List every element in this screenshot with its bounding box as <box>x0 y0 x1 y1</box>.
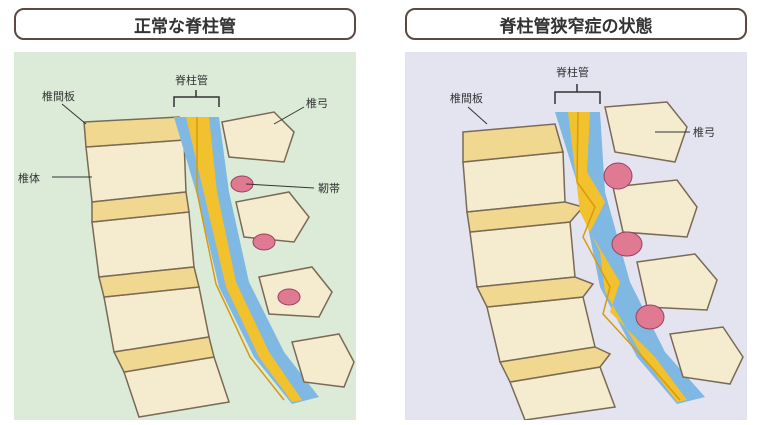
arch-2 <box>613 180 697 237</box>
normal-spine-illustration: 脊柱管 椎間板 椎体 椎弓 靭帯 <box>14 52 356 420</box>
arch-2 <box>236 192 309 242</box>
disc-leader <box>468 107 487 124</box>
ligament-3 <box>278 289 300 305</box>
title-normal: 正常な脊柱管 <box>14 8 356 40</box>
vertebral-body-2 <box>470 222 575 287</box>
stenosis-spine-panel: 脊柱管 椎間板 椎弓 <box>405 52 747 420</box>
normal-spine-panel: 脊柱管 椎間板 椎体 椎弓 靭帯 <box>14 52 356 420</box>
label-spinal-canal: 脊柱管 <box>175 73 208 87</box>
label-ligament: 靭帯 <box>318 181 340 195</box>
ligament-2 <box>253 234 275 250</box>
ligament-1 <box>604 163 632 189</box>
ligament-2 <box>612 232 642 256</box>
arch-3 <box>637 254 717 310</box>
vertebral-body-2 <box>92 212 194 277</box>
canal-bracket <box>174 90 219 107</box>
label-disc: 椎間板 <box>450 91 483 105</box>
disc-leader <box>62 104 86 124</box>
ligament-3 <box>636 305 664 329</box>
label-vertebral-body: 椎体 <box>18 171 40 185</box>
arch-1 <box>222 112 294 162</box>
ligament-leader <box>246 184 314 188</box>
label-spinal-canal: 脊柱管 <box>556 65 589 79</box>
label-arch: 椎弓 <box>693 125 715 139</box>
label-disc: 椎間板 <box>42 89 75 103</box>
stenosis-spine-illustration: 脊柱管 椎間板 椎弓 <box>405 52 747 420</box>
label-arch: 椎弓 <box>306 96 328 110</box>
vertebral-body-1 <box>86 140 186 202</box>
canal-bracket <box>555 84 600 104</box>
title-stenosis: 脊柱管狭窄症の状態 <box>405 8 747 40</box>
